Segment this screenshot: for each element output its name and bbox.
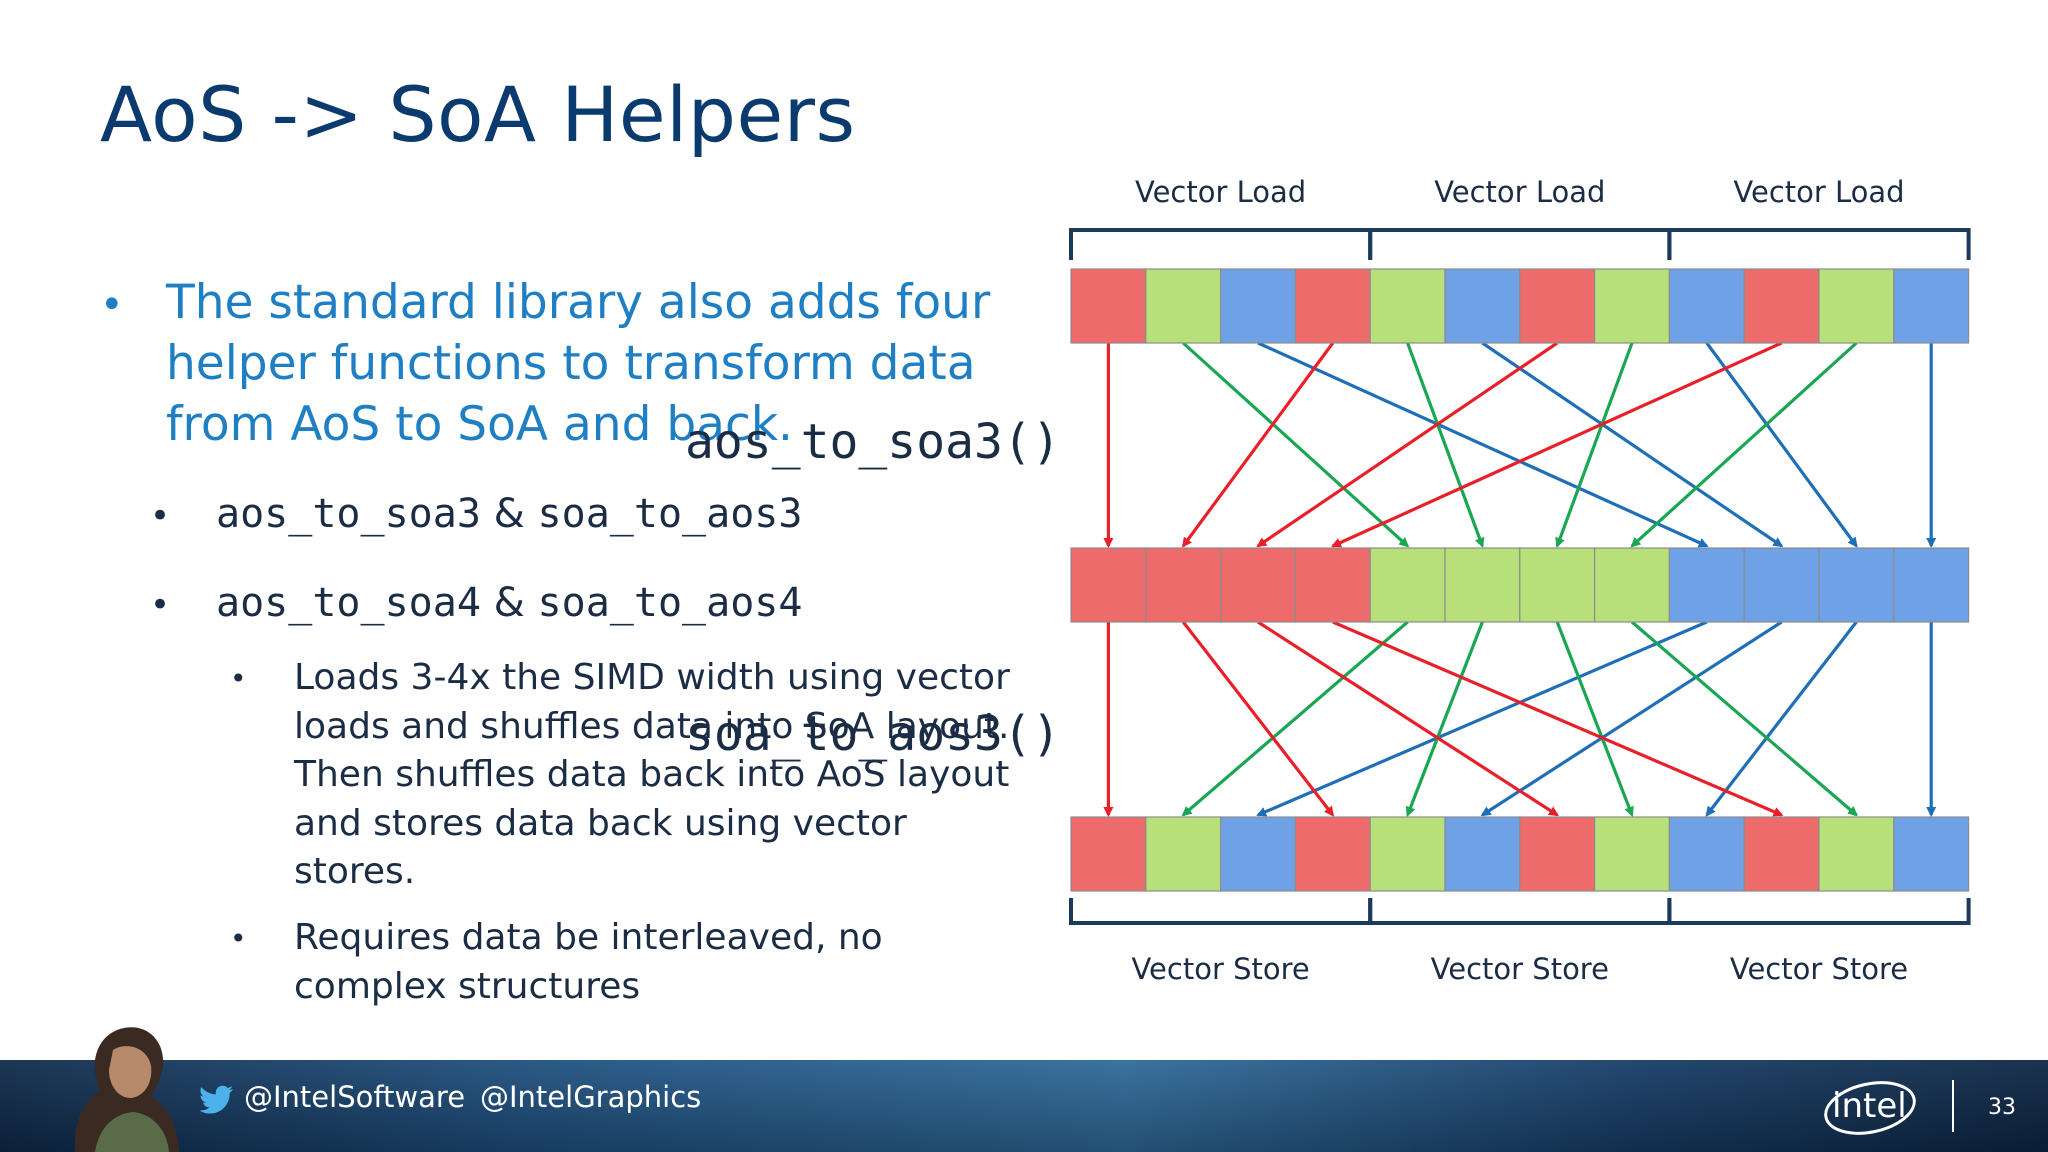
cell-bottom-3-r (1294, 816, 1371, 892)
cell-middle-10-b (1818, 547, 1895, 623)
cell-top-11-b (1893, 268, 1970, 344)
cell-top-5-b (1444, 268, 1521, 344)
cell-bottom-0-r (1070, 816, 1147, 892)
cell-bottom-9-r (1743, 816, 1820, 892)
bullet-marker: • (150, 585, 171, 625)
cell-top-6-r (1519, 268, 1596, 344)
bullet-marker: • (230, 922, 247, 955)
arrow-load-shuffle-1 (1182, 341, 1410, 548)
vector-store-label-2: Vector Store (1730, 952, 1908, 986)
vector-store-label-1: Vector Store (1431, 952, 1609, 986)
cell-top-8-b (1668, 268, 1745, 344)
arrow-load-shuffle-4 (1406, 342, 1485, 548)
store-bracket-0 (1069, 898, 1373, 925)
arrow-load-shuffle-5 (1481, 341, 1784, 548)
arrow-load-shuffle-8 (1705, 342, 1858, 548)
func-soa-to-aos4: soa_to_aos4 (537, 580, 803, 626)
bullet-marker: • (150, 496, 171, 536)
main-bullet-text: The standard library also adds four help… (166, 275, 991, 452)
bullet-marker: • (230, 662, 247, 695)
cell-bottom-11-b (1893, 816, 1970, 892)
vector-load-label-2: Vector Load (1733, 175, 1904, 209)
vector-load-label-1: Vector Load (1434, 175, 1605, 209)
cell-bottom-5-b (1444, 816, 1521, 892)
cell-middle-6-g (1519, 547, 1596, 623)
func-soa-to-aos3: soa_to_aos3 (537, 491, 803, 537)
arrow-load-shuffle-6 (1256, 341, 1559, 548)
vector-load-label-0: Vector Load (1135, 175, 1306, 209)
cell-top-4-g (1369, 268, 1446, 344)
sub-bullet-soa3: aos_to_soa3 & soa_to_aos3 (216, 491, 802, 537)
slide-title: AoS -> SoA Helpers (100, 70, 856, 159)
cell-bottom-6-r (1519, 816, 1596, 892)
cell-top-10-g (1818, 268, 1895, 344)
cell-middle-1-r (1145, 547, 1222, 623)
store-bracket-2 (1667, 898, 1971, 925)
arrow-store-shuffle-5 (1480, 620, 1783, 817)
detail-bullet-loads: Loads 3-4x the SIMD width using vector l… (294, 657, 1010, 892)
cell-top-0-r (1070, 268, 1147, 344)
arrow-load-shuffle-2 (1257, 341, 1709, 548)
arrow-load-shuffle-3 (1181, 342, 1335, 548)
footer-handle-graphics[interactable]: @IntelGraphics (480, 1080, 702, 1114)
cell-top-9-r (1743, 268, 1820, 344)
cell-middle-8-b (1668, 547, 1745, 623)
arrow-store-shuffle-8 (1705, 621, 1858, 817)
page-number: 33 (1988, 1095, 2016, 1120)
cell-top-2-b (1219, 268, 1296, 344)
cell-bottom-8-b (1668, 816, 1745, 892)
func-aos-to-soa3: aos_to_soa3 (216, 491, 481, 537)
ampersand: & (480, 580, 538, 626)
twitter-bird-icon (200, 1085, 233, 1114)
intel-logo-text: intel (1832, 1086, 1907, 1126)
cell-top-7-g (1593, 268, 1670, 344)
intel-logo-icon (1824, 1081, 1916, 1135)
cell-top-1-g (1145, 268, 1222, 344)
cell-bottom-10-g (1818, 816, 1895, 892)
arrow-store-shuffle-4 (1405, 621, 1484, 817)
cell-middle-7-g (1593, 547, 1670, 623)
cell-bottom-2-b (1219, 816, 1296, 892)
cell-middle-11-b (1893, 547, 1970, 623)
footer-handle-software[interactable]: @IntelSoftware (244, 1080, 466, 1114)
character-avatar-image (74, 1027, 179, 1152)
footer-divider (1952, 1080, 1954, 1132)
load-bracket-1 (1368, 228, 1672, 260)
arrow-load-shuffle-9 (1330, 341, 1783, 548)
arrow-store-shuffle-9 (1332, 620, 1784, 817)
detail-bullet-requires: Requires data be interleaved, no complex… (294, 917, 883, 1007)
cell-middle-0-r (1070, 547, 1147, 623)
cell-middle-4-g (1369, 547, 1446, 623)
function-label-aos-to-soa3: aos_to_soa3() (685, 414, 1061, 470)
arrow-store-shuffle-6 (1257, 620, 1559, 817)
bullet-marker: • (100, 282, 124, 328)
cell-middle-3-r (1294, 547, 1371, 623)
arrow-load-shuffle-10 (1630, 341, 1858, 548)
arrow-store-shuffle-3 (1181, 621, 1335, 817)
vector-store-label-0: Vector Store (1131, 952, 1309, 986)
cell-bottom-4-g (1369, 816, 1446, 892)
func-aos-to-soa4: aos_to_soa4 (216, 580, 481, 626)
arrow-load-shuffle-7 (1555, 342, 1634, 548)
arrow-store-shuffle-2 (1256, 620, 1708, 817)
ampersand: & (480, 491, 538, 537)
arrow-store-shuffle-1 (1181, 620, 1409, 817)
function-label-soa-to-aos3: soa_to_aos3() (685, 706, 1061, 762)
arrow-store-shuffle-7 (1555, 621, 1634, 817)
cell-middle-2-r (1219, 547, 1296, 623)
load-bracket-0 (1069, 228, 1373, 260)
cell-middle-9-b (1743, 547, 1820, 623)
cell-top-3-r (1294, 268, 1371, 344)
arrow-store-shuffle-10 (1630, 620, 1858, 817)
sub-bullet-soa4: aos_to_soa4 & soa_to_aos4 (216, 580, 802, 626)
footer-banner (0, 1060, 2048, 1152)
load-bracket-2 (1667, 228, 1971, 260)
store-bracket-1 (1368, 898, 1672, 925)
cell-bottom-7-g (1593, 816, 1670, 892)
cell-bottom-1-g (1145, 816, 1222, 892)
cell-middle-5-g (1444, 547, 1521, 623)
